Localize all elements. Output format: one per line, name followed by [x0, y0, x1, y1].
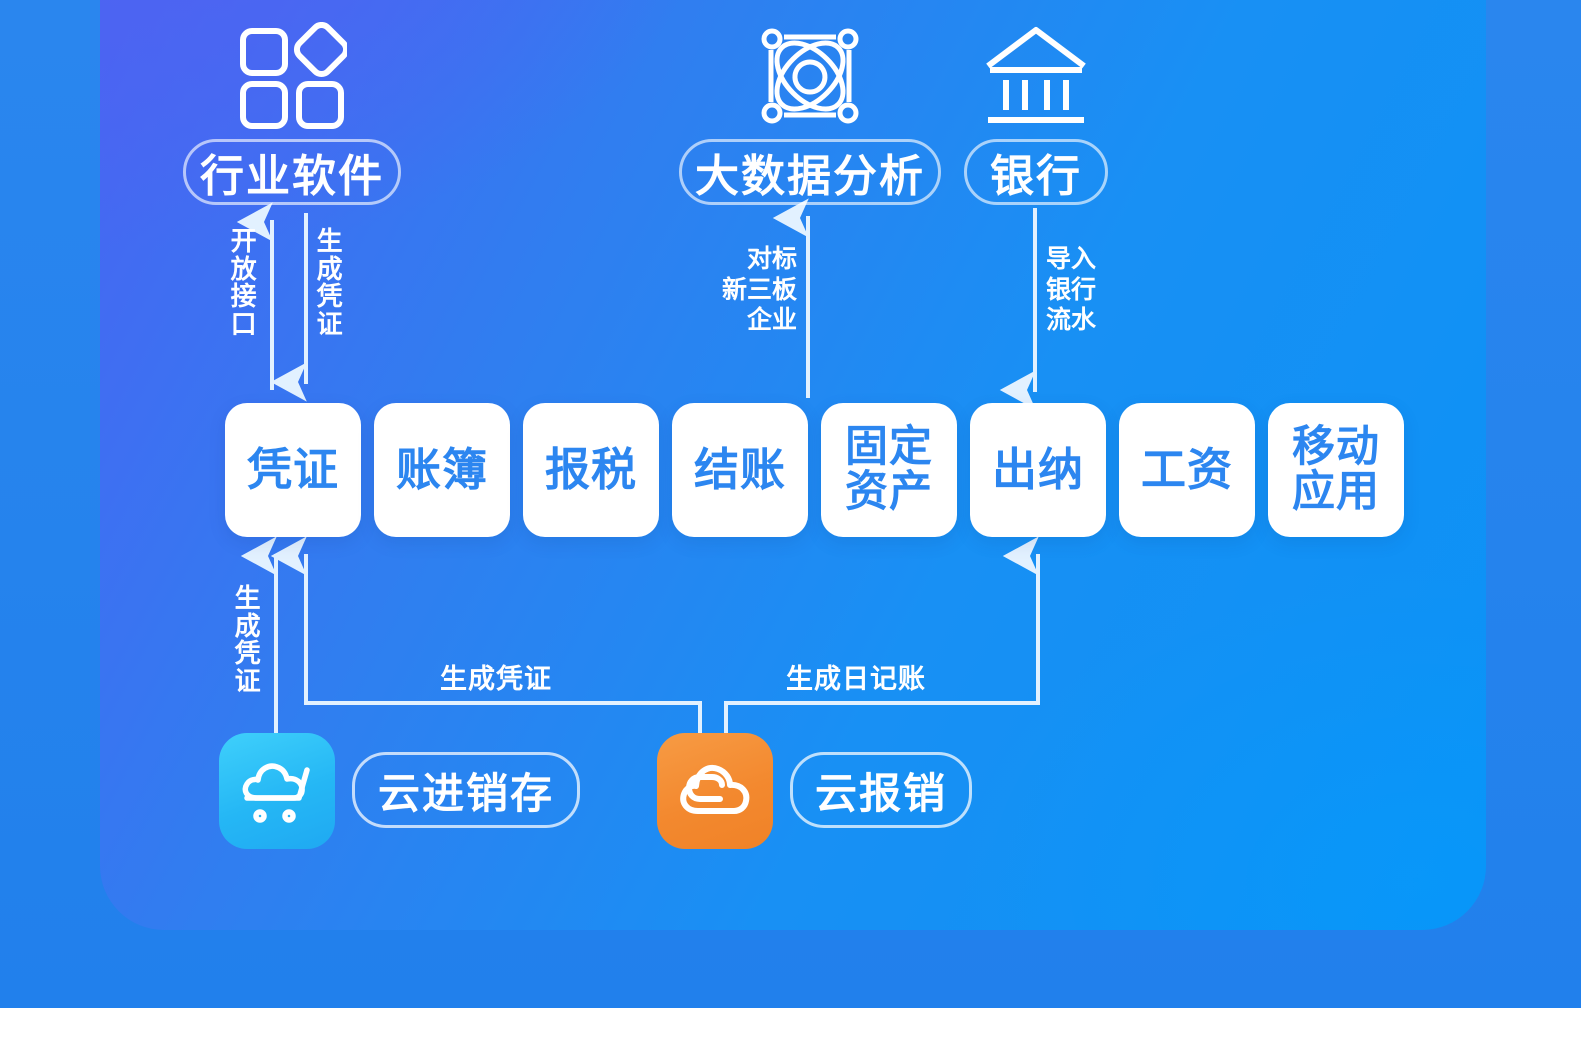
app-pill-cloud-inventory[interactable]: 云进销存: [352, 752, 580, 828]
source-pill-industry-software[interactable]: 行业软件: [183, 139, 401, 205]
module-card-cashier[interactable]: 出纳: [970, 403, 1106, 537]
module-label-mobile-app-line-2: 应用: [1292, 468, 1380, 516]
app-pill-cloud-expense[interactable]: 云报销: [790, 752, 972, 828]
module-card-ledger[interactable]: 账簿: [374, 403, 510, 537]
app-icon-cloud-expense[interactable]: [657, 733, 773, 849]
flow-label-open-interface: 开放接口: [230, 226, 257, 339]
source-pill-big-data-analysis[interactable]: 大数据分析: [679, 139, 941, 205]
module-card-fixed-assets[interactable]: 固定 资产: [821, 403, 957, 537]
module-label-fixed-assets-line-2: 资产: [845, 468, 933, 516]
module-label-mobile-app-line-1: 移动: [1292, 422, 1380, 471]
line-expense-to-voucher: [270, 536, 702, 739]
flow-label-import-bank-flow: 导入 银行 流水: [1046, 244, 1128, 336]
module-card-voucher[interactable]: 凭证: [225, 403, 361, 537]
flow-label-benchmark-line-1: 对标: [746, 245, 797, 273]
module-label-ledger: 账簿: [395, 444, 488, 496]
module-label-tax-filing: 报税: [544, 444, 637, 496]
module-card-row: 凭证 账簿 报税 结账 固定 资产 出纳 工资: [225, 403, 1404, 537]
source-node-big-data-analysis[interactable]: 大数据分析: [679, 22, 941, 210]
source-pill-bank[interactable]: 银行: [964, 139, 1108, 205]
module-label-voucher: 凭证: [246, 444, 339, 496]
atom-network-icon: [754, 22, 866, 135]
source-node-bank[interactable]: 银行: [964, 22, 1108, 210]
flow-label-generate-voucher-left: 生成凭证: [234, 583, 261, 696]
module-card-closing[interactable]: 结账: [672, 403, 808, 537]
flow-label-generate-journal: 生成日记账: [786, 664, 926, 694]
module-card-payroll[interactable]: 工资: [1119, 403, 1255, 537]
module-label-closing: 结账: [693, 444, 786, 496]
flow-label-import-line-2: 银行: [1046, 275, 1097, 304]
flow-label-import-line-1: 导入: [1046, 245, 1097, 273]
module-label-cashier: 出纳: [991, 444, 1084, 496]
cloud-cart-icon: [242, 763, 310, 823]
app-label-cloud-inventory: 云进销存: [377, 769, 554, 817]
flow-label-generate-voucher-mid: 生成凭证: [440, 664, 552, 694]
source-label-big-data-analysis: 大数据分析: [695, 152, 925, 201]
flow-label-benchmark-line-2: 新三板: [721, 275, 797, 304]
source-node-industry-software[interactable]: 行业软件: [183, 21, 401, 210]
line-expense-to-cashier: [724, 536, 1040, 739]
module-card-tax-filing[interactable]: 报税: [523, 403, 659, 537]
module-card-mobile-app[interactable]: 移动 应用: [1268, 403, 1404, 537]
flow-label-import-line-3: 流水: [1046, 306, 1097, 334]
bank-building-icon: [980, 22, 1092, 133]
app-icon-cloud-inventory[interactable]: [219, 733, 335, 849]
source-label-industry-software: 行业软件: [200, 152, 384, 201]
app-label-cloud-expense: 云报销: [814, 769, 947, 817]
module-label-fixed-assets-line-1: 固定: [845, 422, 933, 471]
flow-label-benchmark-line-3: 企业: [746, 306, 797, 334]
grid-squares-diamond-icon: [237, 21, 350, 135]
source-label-bank: 银行: [990, 152, 1082, 201]
flow-label-benchmark-nee: 对标 新三板 企业: [697, 244, 797, 336]
cloud-clip-icon: [680, 765, 750, 814]
module-label-payroll: 工资: [1140, 444, 1233, 496]
flow-label-generate-voucher-down: 生成凭证: [316, 226, 343, 339]
